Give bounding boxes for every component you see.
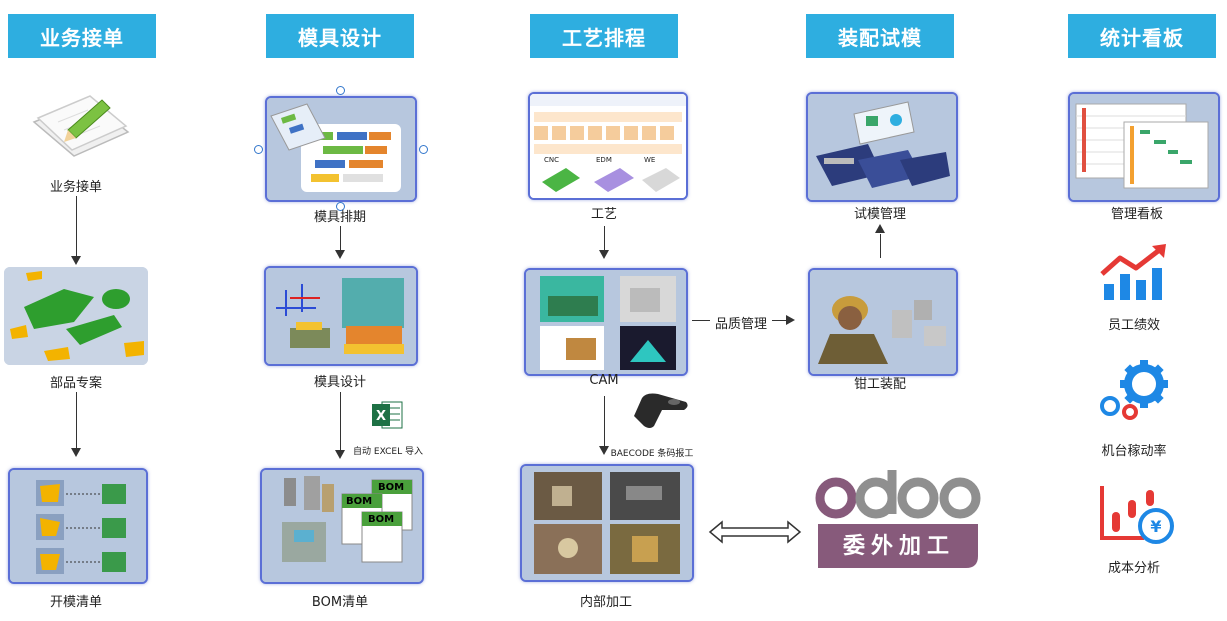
label-internal-process: 内部加工 xyxy=(579,595,633,610)
excel-icon: X xyxy=(372,400,404,430)
label-quality-mgmt: 品质管理 xyxy=(714,317,768,332)
mold-schedule-card[interactable] xyxy=(265,96,417,202)
fitter-assembly-card[interactable] xyxy=(808,268,958,376)
header-order-receive[interactable]: 业务接单 xyxy=(8,14,156,58)
label-fitter-assembly: 钳工装配 xyxy=(853,377,907,392)
header-stat-dashboard[interactable]: 统计看板 xyxy=(1068,14,1216,58)
cam-card[interactable] xyxy=(524,268,688,376)
header-mold-design[interactable]: 模具设计 xyxy=(266,14,414,58)
process-card[interactable]: CNC EDM WE xyxy=(528,92,688,200)
parts-case-card[interactable] xyxy=(4,267,148,365)
label-machine-rate: 机台稼动率 xyxy=(1101,444,1167,459)
process-label-we: WE xyxy=(644,156,656,164)
label-employee-perf: 员工绩效 xyxy=(1107,318,1161,333)
double-arrow-icon xyxy=(708,520,802,544)
label-cost-analysis: 成本分析 xyxy=(1107,561,1161,576)
label-order-receive: 业务接单 xyxy=(49,180,103,195)
header-assembly-trial[interactable]: 装配试模 xyxy=(806,14,954,58)
label-trial-mgmt: 试模管理 xyxy=(853,207,907,222)
process-label-cnc: CNC xyxy=(544,156,560,164)
label-bom-list: BOM清单 xyxy=(311,595,369,610)
odoo-logo: 委外加工 xyxy=(814,468,984,570)
gear-icon xyxy=(1098,360,1170,424)
label-process: 工艺 xyxy=(590,207,618,222)
label-mold-design: 模具设计 xyxy=(313,375,367,390)
label-cam: CAM xyxy=(589,373,619,388)
trial-mgmt-card[interactable] xyxy=(806,92,958,202)
mold-design-card[interactable] xyxy=(264,266,418,366)
label-dashboard-mgmt: 管理看板 xyxy=(1110,207,1164,222)
outsource-label: 委外加工 xyxy=(842,534,955,559)
barcode-scanner-icon xyxy=(628,388,692,430)
cost-analysis-icon: ¥ xyxy=(1098,482,1176,546)
label-mold-open-list: 开模清单 xyxy=(49,595,103,610)
growth-chart-icon xyxy=(1100,244,1170,302)
bom-tag-3: BOM xyxy=(368,514,395,525)
label-barcode: BAECODE 条码报工 xyxy=(610,449,694,459)
internal-process-card[interactable] xyxy=(520,464,694,582)
bom-tag-2: BOM xyxy=(346,496,373,507)
bom-tag-1: BOM xyxy=(378,482,405,493)
svg-text:¥: ¥ xyxy=(1150,517,1161,536)
order-paper-pencil-icon xyxy=(28,92,136,164)
mold-open-list-card[interactable] xyxy=(8,468,148,584)
dashboard-mgmt-card[interactable] xyxy=(1068,92,1220,202)
label-excel-import: 自动 EXCEL 导入 xyxy=(353,447,423,457)
bom-list-card[interactable]: BOM BOM BOM xyxy=(260,468,424,584)
process-label-edm: EDM xyxy=(596,156,612,164)
header-process-schedule[interactable]: 工艺排程 xyxy=(530,14,678,58)
svg-text:X: X xyxy=(376,409,386,424)
label-mold-schedule: 模具排期 xyxy=(313,210,367,225)
label-parts-case: 部品专案 xyxy=(49,376,103,391)
